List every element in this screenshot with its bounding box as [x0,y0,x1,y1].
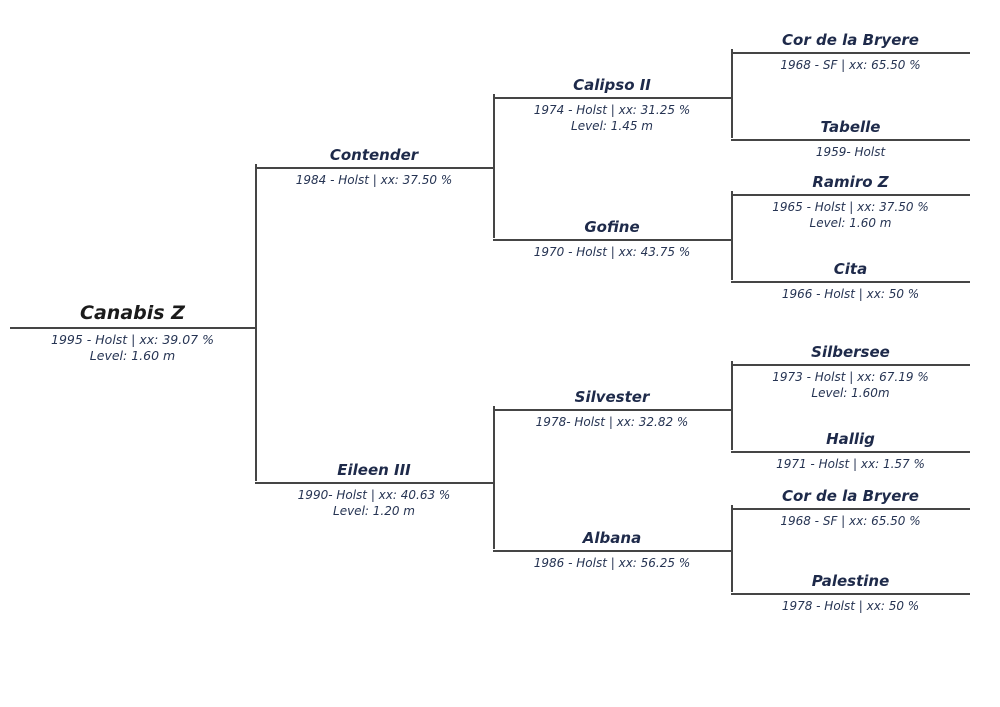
pedigree-node-canabis-z: Canabis Z 1995 - Holst | xx: 39.07 % Lev… [10,292,255,364]
detail-line: 1990- Holst | xx: 40.63 % [297,488,451,502]
node-line [731,52,970,54]
horse-details: 1990- Holst | xx: 40.63 % Level: 1.20 m [255,484,493,519]
node-line [10,327,255,329]
horse-name[interactable]: Silvester [574,388,650,406]
pedigree-node-cor-de-la-bryere-2: Cor de la Bryere 1968 - SF | xx: 65.50 % [731,479,970,529]
node-line [493,550,731,552]
horse-details: 1970 - Holst | xx: 43.75 % [493,241,731,260]
pedigree-node-silbersee: Silbersee 1973 - Holst | xx: 67.19 % Lev… [731,335,970,401]
pedigree-node-cita: Cita 1966 - Holst | xx: 50 % [731,252,970,302]
horse-name[interactable]: Cor de la Bryere [782,487,919,505]
pedigree-node-palestine: Palestine 1978 - Holst | xx: 50 % [731,564,970,614]
horse-details: 1984 - Holst | xx: 37.50 % [255,169,493,188]
node-line [731,593,970,595]
detail-line: 1984 - Holst | xx: 37.50 % [295,173,453,187]
detail-line: Level: 1.60 m [89,348,176,363]
horse-name[interactable]: Cor de la Bryere [782,31,919,49]
horse-name[interactable]: Cita [833,260,868,278]
pedigree-node-calipso-ii: Calipso II 1974 - Holst | xx: 31.25 % Le… [493,68,731,134]
detail-line: 1971 - Holst | xx: 1.57 % [776,457,925,471]
detail-line: 1965 - Holst | xx: 37.50 % [772,200,929,214]
horse-name[interactable]: Gofine [584,218,640,236]
connector-gen2 [255,164,257,481]
detail-line: Level: 1.45 m [571,119,653,133]
node-line [255,167,493,169]
connector-gen3-sire [493,94,495,238]
node-line [731,281,970,283]
horse-details: 1968 - SF | xx: 65.50 % [731,54,970,73]
detail-line: 1978- Holst | xx: 32.82 % [535,415,689,429]
horse-name[interactable]: Silbersee [811,343,890,361]
pedigree-node-silvester: Silvester 1978- Holst | xx: 32.82 % [493,380,731,430]
detail-line: 1986 - Holst | xx: 56.25 % [533,556,691,570]
pedigree-node-albana: Albana 1986 - Holst | xx: 56.25 % [493,521,731,571]
detail-line: 1968 - SF | xx: 65.50 % [780,514,921,528]
connector-gen3-dam [493,406,495,549]
horse-name[interactable]: Eileen III [337,461,411,479]
detail-line: 1968 - SF | xx: 65.50 % [780,58,921,72]
horse-details: 1978- Holst | xx: 32.82 % [493,411,731,430]
detail-line: 1995 - Holst | xx: 39.07 % [51,332,214,347]
connector-gen4-dam-dam [731,505,733,592]
pedigree-node-tabelle: Tabelle 1959- Holst [731,110,970,160]
detail-line: 1959- Holst [815,145,886,159]
node-line [731,508,970,510]
detail-line: 1970 - Holst | xx: 43.75 % [533,245,691,259]
connector-gen4-dam-sire [731,361,733,450]
horse-details: 1986 - Holst | xx: 56.25 % [493,552,731,571]
horse-name[interactable]: Calipso II [573,76,651,94]
detail-line: 1974 - Holst | xx: 31.25 % [533,103,691,117]
detail-line: 1978 - Holst | xx: 50 % [781,599,920,613]
horse-name[interactable]: Contender [329,146,419,164]
horse-details: 1959- Holst [731,141,970,160]
horse-details: 1978 - Holst | xx: 50 % [731,595,970,614]
node-line [255,482,493,484]
detail-line: Level: 1.20 m [333,504,415,518]
connector-gen4-sire-sire [731,49,733,138]
node-line [493,409,731,411]
detail-line: 1966 - Holst | xx: 50 % [781,287,920,301]
detail-line: Level: 1.60m [811,386,890,400]
pedigree-node-eileen-iii: Eileen III 1990- Holst | xx: 40.63 % Lev… [255,453,493,519]
horse-name[interactable]: Palestine [811,572,890,590]
pedigree-node-ramiro-z: Ramiro Z 1965 - Holst | xx: 37.50 % Leve… [731,165,970,231]
horse-name[interactable]: Ramiro Z [812,173,889,191]
detail-line: 1973 - Holst | xx: 67.19 % [772,370,929,384]
pedigree-node-cor-de-la-bryere-1: Cor de la Bryere 1968 - SF | xx: 65.50 % [731,23,970,73]
horse-details: 1971 - Holst | xx: 1.57 % [731,453,970,472]
horse-name[interactable]: Canabis Z [80,302,185,324]
horse-name[interactable]: Tabelle [820,118,881,136]
horse-details: 1995 - Holst | xx: 39.07 % Level: 1.60 m [10,329,255,364]
node-line [493,97,731,99]
horse-details: 1973 - Holst | xx: 67.19 % Level: 1.60m [731,366,970,401]
horse-details: 1965 - Holst | xx: 37.50 % Level: 1.60 m [731,196,970,231]
horse-name[interactable]: Hallig [826,430,875,448]
pedigree-node-contender: Contender 1984 - Holst | xx: 37.50 % [255,138,493,188]
pedigree-node-gofine: Gofine 1970 - Holst | xx: 43.75 % [493,210,731,260]
pedigree-node-hallig: Hallig 1971 - Holst | xx: 1.57 % [731,422,970,472]
node-line [731,139,970,141]
node-line [731,451,970,453]
horse-details: 1968 - SF | xx: 65.50 % [731,510,970,529]
horse-name[interactable]: Albana [582,529,642,547]
node-line [493,239,731,241]
horse-details: 1974 - Holst | xx: 31.25 % Level: 1.45 m [493,99,731,134]
horse-details: 1966 - Holst | xx: 50 % [731,283,970,302]
node-line [731,194,970,196]
connector-gen4-sire-dam [731,191,733,280]
detail-line: Level: 1.60 m [809,216,892,230]
node-line [731,364,970,366]
